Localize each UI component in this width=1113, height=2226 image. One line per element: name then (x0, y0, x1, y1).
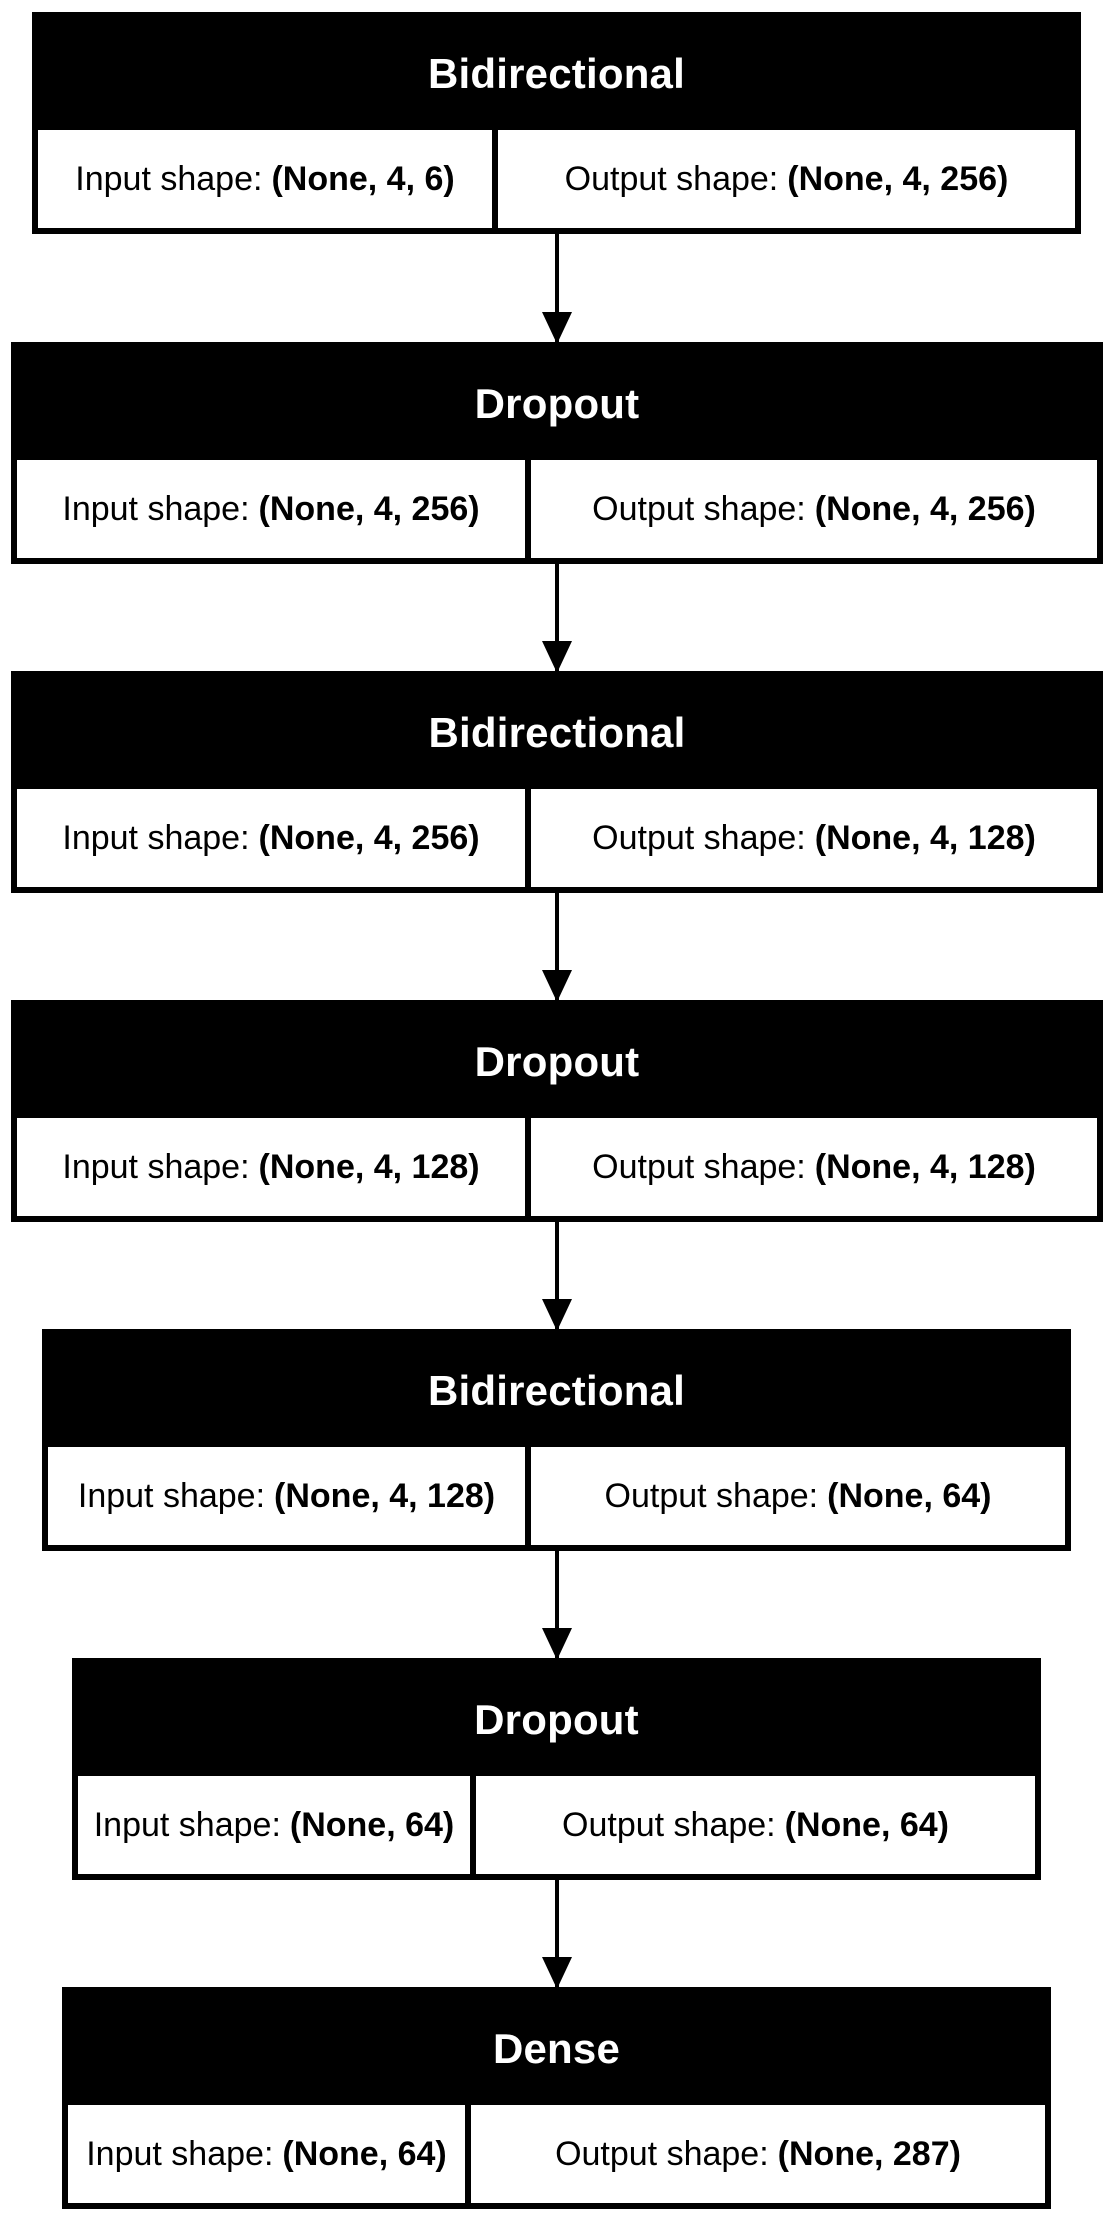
input-shape-cell: Input shape:(None, 4, 128) (17, 1118, 525, 1216)
flow-arrow (542, 1551, 572, 1660)
input-shape-value: (None, 4, 256) (258, 489, 480, 528)
output-shape-cell: Output shape:(None, 64) (531, 1447, 1065, 1545)
layer-shape-row: Input shape:(None, 64)Output shape:(None… (68, 2105, 1045, 2203)
layer-title: Bidirectional (428, 709, 686, 756)
input-shape-label: Input shape: (62, 818, 250, 857)
input-shape-value: (None, 4, 128) (274, 1476, 496, 1515)
arrow-head-icon (542, 1628, 572, 1660)
input-shape-value: (None, 64) (289, 1805, 455, 1844)
output-shape-cell: Output shape:(None, 4, 256) (498, 130, 1075, 228)
output-shape-cell: Output shape:(None, 287) (471, 2105, 1045, 2203)
output-shape-value: (None, 64) (827, 1476, 992, 1515)
layer-shape-row: Input shape:(None, 4, 256)Output shape:(… (17, 460, 1097, 558)
output-shape-label: Output shape: (592, 1147, 806, 1186)
flow-arrow (542, 234, 572, 344)
arrow-head-icon (542, 1957, 572, 1989)
output-shape-cell: Output shape:(None, 64) (476, 1776, 1035, 1874)
input-shape-cell: Input shape:(None, 4, 128) (48, 1447, 525, 1545)
input-shape-cell: Input shape:(None, 64) (78, 1776, 470, 1874)
output-shape-label: Output shape: (592, 489, 806, 528)
output-shape-label: Output shape: (562, 1805, 776, 1844)
output-shape-value: (None, 4, 256) (787, 159, 1009, 198)
input-shape-cell: Input shape:(None, 4, 256) (17, 789, 525, 887)
arrow-head-icon (542, 641, 572, 673)
input-shape-label: Input shape: (77, 1476, 266, 1515)
output-shape-cell: Output shape:(None, 4, 128) (531, 789, 1097, 887)
output-shape-label: Output shape: (555, 2134, 769, 2173)
layer-shape-row: Input shape:(None, 4, 128)Output shape:(… (48, 1447, 1065, 1545)
input-shape-value: (None, 4, 128) (258, 1147, 480, 1186)
output-shape-value: (None, 4, 128) (814, 818, 1036, 857)
input-shape-label: Input shape: (62, 489, 250, 528)
layer-shape-row: Input shape:(None, 4, 128)Output shape:(… (17, 1118, 1097, 1216)
input-shape-value: (None, 64) (282, 2134, 447, 2173)
flow-arrow (542, 564, 572, 673)
arrow-head-icon (542, 970, 572, 1002)
layer-title: Dropout (474, 1038, 640, 1085)
layer-title: Bidirectional (428, 50, 685, 97)
output-shape-value: (None, 287) (777, 2134, 961, 2173)
input-shape-value: (None, 4, 256) (258, 818, 480, 857)
arrow-head-icon (542, 312, 572, 344)
layer-title: Dropout (474, 380, 640, 427)
output-shape-value: (None, 4, 256) (814, 489, 1036, 528)
layer-shape-row: Input shape:(None, 4, 6)Output shape:(No… (38, 130, 1075, 228)
input-shape-label: Input shape: (93, 1805, 281, 1844)
input-shape-value: (None, 4, 6) (271, 159, 455, 198)
layer-title: Dense (492, 2025, 621, 2072)
layer-title: Dropout (474, 1696, 639, 1743)
input-shape-cell: Input shape:(None, 64) (68, 2105, 465, 2203)
input-shape-label: Input shape: (62, 1147, 250, 1186)
input-shape-cell: Input shape:(None, 4, 6) (38, 130, 492, 228)
input-shape-cell: Input shape:(None, 4, 256) (17, 460, 525, 558)
output-shape-label: Output shape: (604, 1476, 819, 1515)
flow-arrow (542, 1880, 572, 1989)
flow-arrow (542, 893, 572, 1002)
layer-shape-row: Input shape:(None, 64)Output shape:(None… (78, 1776, 1035, 1874)
output-shape-label: Output shape: (592, 818, 806, 857)
layer-shape-row: Input shape:(None, 4, 256)Output shape:(… (17, 789, 1097, 887)
output-shape-value: (None, 4, 128) (814, 1147, 1036, 1186)
arrow-head-icon (542, 1299, 572, 1331)
output-shape-label: Output shape: (564, 159, 779, 198)
flow-arrow (542, 1222, 572, 1331)
output-shape-cell: Output shape:(None, 4, 256) (531, 460, 1097, 558)
input-shape-label: Input shape: (75, 159, 263, 198)
layer-title: Bidirectional (428, 1367, 685, 1414)
output-shape-value: (None, 64) (784, 1805, 949, 1844)
input-shape-label: Input shape: (86, 2134, 274, 2173)
output-shape-cell: Output shape:(None, 4, 128) (531, 1118, 1097, 1216)
